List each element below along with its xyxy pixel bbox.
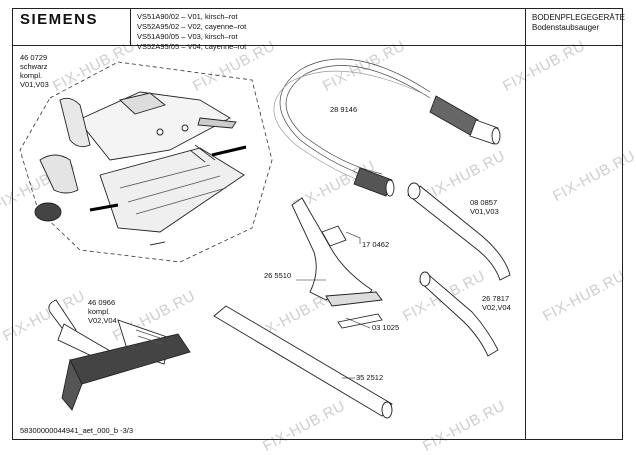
floor-nozzle-assembly: [34, 91, 247, 246]
header-divider: [12, 45, 623, 46]
part-label-brush-strip: 03 1025: [372, 323, 399, 332]
part-label-hose: 28 9146: [330, 105, 357, 114]
document-footer: 58300000044941_aet_000_b -3/3: [20, 426, 133, 435]
document-id: 58300000044941_aet_000_b: [20, 426, 119, 435]
part-number: 28 9146: [330, 105, 358, 114]
category-title: BODENPFLEGEGERÄTE: [532, 13, 625, 22]
part-note: kompl.: [20, 71, 43, 80]
variant-list: VS51A90/02 – V01, kirsch–rot VS52A95/02 …: [137, 12, 246, 52]
part-number: 08 0857: [470, 198, 498, 207]
leader-lines: [296, 231, 371, 379]
header-separator: [525, 8, 526, 45]
drawing-frame: [12, 8, 623, 440]
part-label-clip: 17 0462: [362, 240, 389, 249]
part-number: 26 7817: [482, 294, 510, 303]
hose-end-coupling: [429, 95, 501, 145]
right-margin-rule: [525, 45, 526, 440]
part-label-floor-nozzle-a: 46 0729 schwarz kompl. V01,V03: [20, 53, 49, 89]
part-number: 03 1025: [372, 323, 400, 332]
header-separator: [130, 8, 131, 45]
part-label-crevice-nozzle: 26 5510: [264, 271, 291, 280]
part-color: schwarz: [20, 62, 48, 71]
part-versions: V02,V04: [482, 303, 511, 312]
hose-drawing: [273, 58, 501, 197]
part-note: kompl.: [88, 307, 111, 316]
curved-handle: [407, 182, 511, 281]
part-label-handle: 08 0857 V01,V03: [470, 198, 499, 216]
category-block: BODENPFLEGEGERÄTE Bodenstaubsauger: [532, 13, 625, 33]
extension-tube: [213, 305, 393, 419]
hose-start-coupling: [353, 167, 395, 197]
variant-line: VS52A95/02 – V02, cayenne–rot: [137, 22, 247, 31]
part-label-tube: 35 2512: [356, 373, 383, 382]
floor-nozzle-b: [48, 299, 191, 411]
part-number: 35 2512: [356, 373, 384, 382]
variant-line: VS52A95/05 – V04, cayenne–rot: [137, 42, 247, 51]
variant-line: VS51A90/05 – V03, kirsch–rot: [137, 32, 238, 41]
part-number: 26 5510: [264, 271, 292, 280]
part-number: 46 0729: [20, 53, 48, 62]
crevice-nozzle: [291, 197, 383, 307]
part-versions: V02,V04: [88, 316, 117, 325]
page-number: -3/3: [120, 426, 134, 435]
category-subtitle: Bodenstaubsauger: [532, 23, 600, 32]
part-number: 17 0462: [362, 240, 390, 249]
part-label-floor-nozzle-b: 46 0966 kompl. V02,V04: [88, 298, 117, 325]
part-versions: V01,V03: [20, 80, 49, 89]
part-versions: V01,V03: [470, 207, 499, 216]
brush-strip: [337, 313, 383, 329]
variant-line: VS51A90/02 – V01, kirsch–rot: [137, 12, 238, 21]
part-label-handle-b: 26 7817 V02,V04: [482, 294, 511, 312]
brand-logo: SIEMENS: [20, 11, 99, 28]
part-number: 46 0966: [88, 298, 116, 307]
curved-handle-b: [419, 271, 499, 357]
